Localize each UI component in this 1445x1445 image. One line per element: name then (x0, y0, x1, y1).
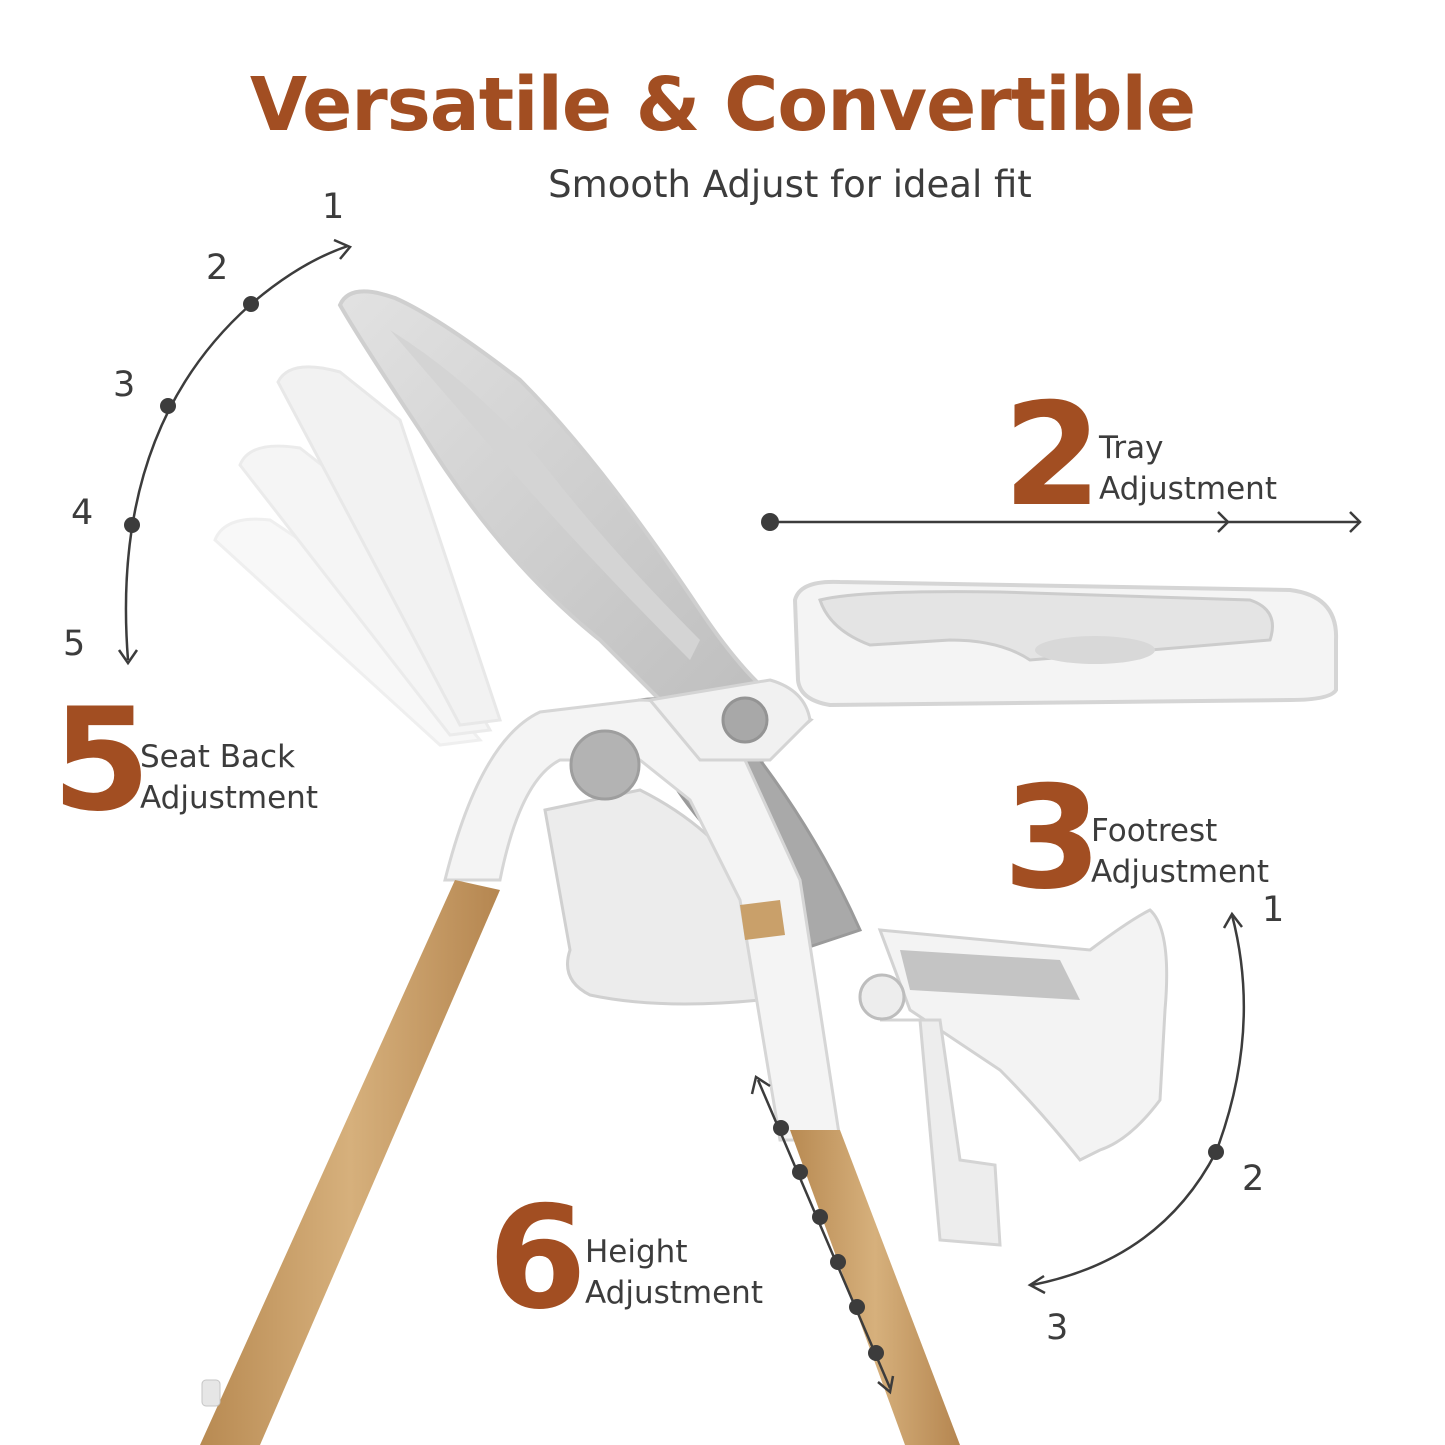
seat-back-arc (124, 244, 349, 661)
height-arrow-head-bottom (877, 1375, 895, 1395)
footrest-arc-head-top (1222, 911, 1243, 929)
seat-back-adjustment-label: Seat Back Adjustment (140, 737, 318, 819)
footrest-adjustment-label: Footrest Adjustment (1091, 811, 1269, 893)
rear-leg-wood (790, 1130, 960, 1445)
page-title: Versatile & Convertible (249, 62, 1196, 148)
tray-arrow-start-dot (761, 513, 779, 531)
footrest-position-2: 2 (1242, 1159, 1265, 1199)
seat-back-arc-head-top (333, 238, 353, 260)
seat-back-position-3: 3 (113, 365, 136, 405)
seat-back-inner (390, 330, 700, 660)
front-leg-wood (200, 880, 500, 1445)
tray-adjustment-label: Tray Adjustment (1099, 428, 1277, 510)
height-adjustment-number: 6 (488, 1176, 587, 1341)
footrest-label-line1: Footrest (1091, 813, 1218, 849)
footrest-knob (858, 973, 906, 1021)
footrest-label-line2: Adjustment (1091, 854, 1269, 890)
seat-back-position-4: 4 (71, 493, 94, 533)
seat-back-position-1: 1 (322, 187, 345, 227)
tray-label-line2: Adjustment (1099, 471, 1277, 507)
footrest-position-3: 3 (1046, 1308, 1069, 1348)
seat-back-position-2: 2 (206, 248, 229, 288)
tray-label-line1: Tray (1099, 430, 1164, 466)
tray-knob (721, 696, 769, 744)
footrest-adjustment-number: 3 (1003, 756, 1102, 921)
rear-leg-collar (740, 900, 785, 940)
seat-back-arc-head-bottom (117, 649, 139, 666)
tray-adjustment-number: 2 (1003, 373, 1102, 538)
tray-arrow-head-1 (1217, 511, 1230, 533)
recline-knob (569, 729, 641, 801)
footrest-arc-head-bottom (1027, 1274, 1046, 1295)
page-subtitle: Smooth Adjust for ideal fit (548, 163, 1032, 206)
footrest-position-1: 1 (1262, 890, 1285, 930)
footrest-support (880, 1018, 1002, 1247)
height-arrow-head-top (750, 1074, 771, 1095)
seat-back-label-line1: Seat Back (140, 739, 296, 775)
seat-back-position-5: 5 (63, 624, 86, 664)
height-adjustment-label: Height Adjustment (585, 1232, 763, 1314)
seat-back-label-line2: Adjustment (140, 780, 318, 816)
seat-back-adjustment-number: 5 (52, 678, 151, 843)
recline-ghost-positions (213, 365, 503, 747)
seat-base (543, 788, 762, 1006)
tray-arrow-head-2 (1349, 511, 1362, 533)
tray (792, 579, 1339, 708)
height-label-line2: Adjustment (585, 1275, 763, 1311)
leg-foot-cap (201, 1379, 221, 1407)
height-label-line1: Height (585, 1234, 688, 1270)
